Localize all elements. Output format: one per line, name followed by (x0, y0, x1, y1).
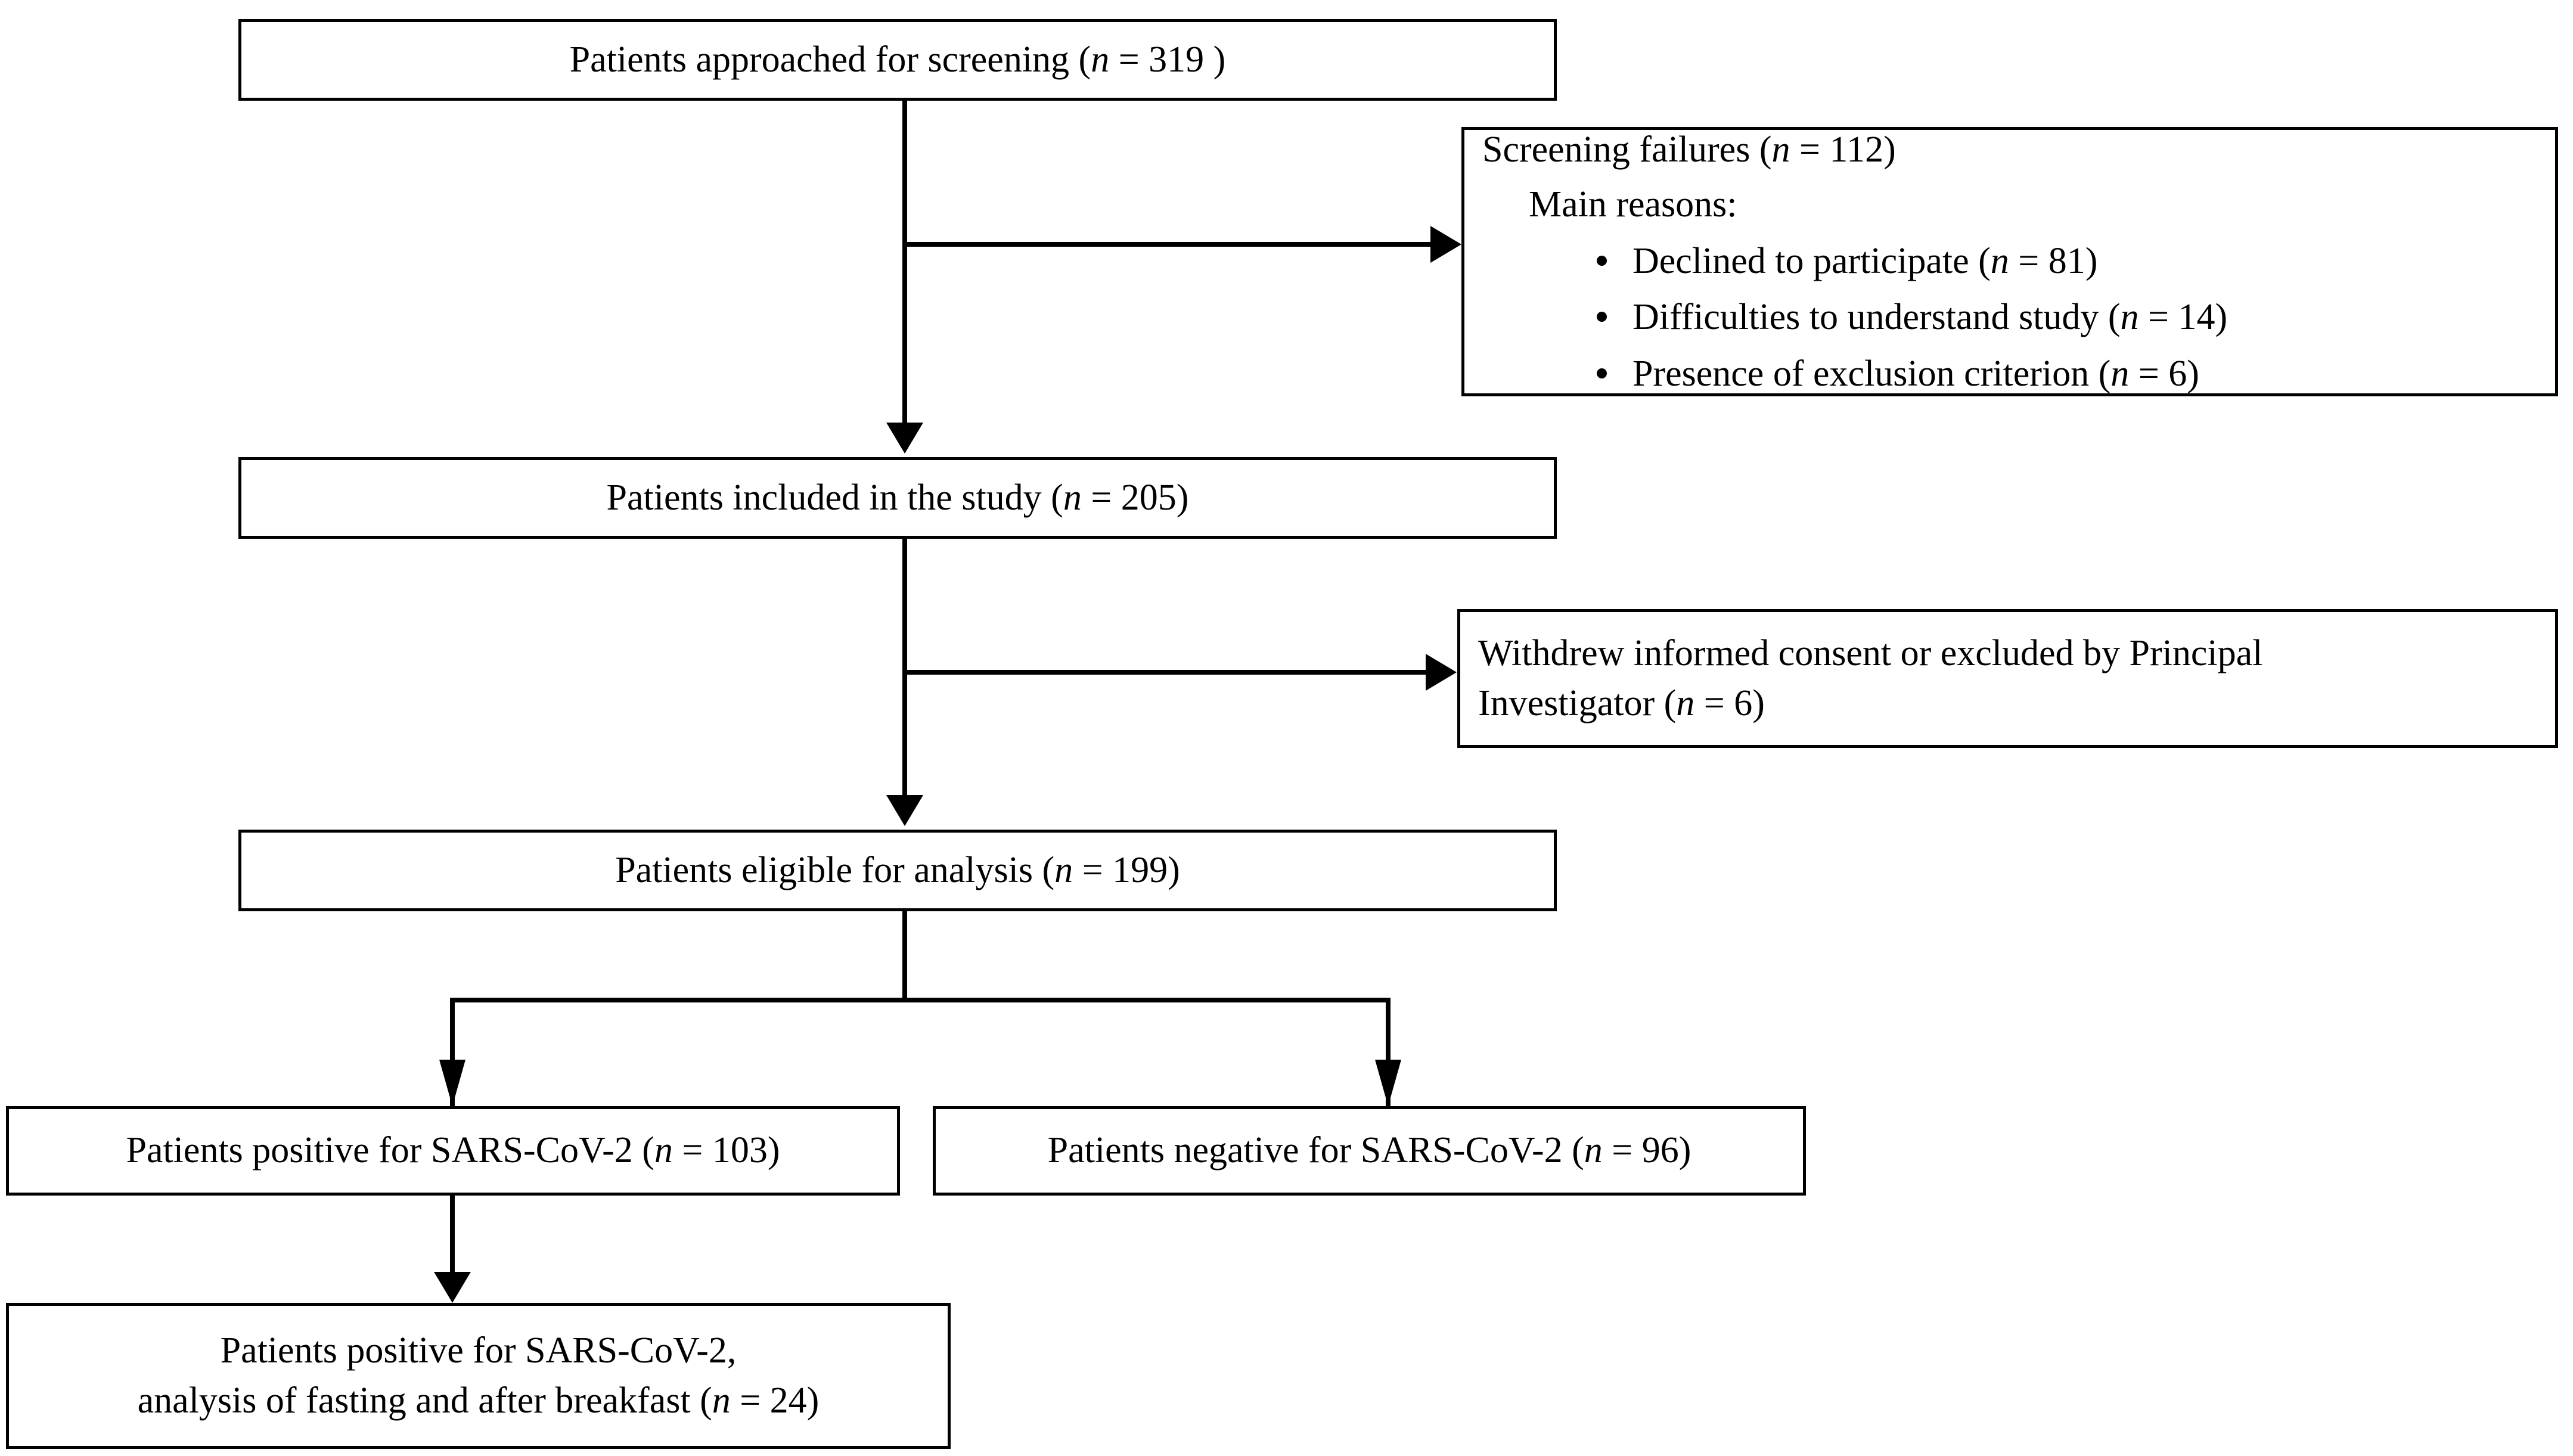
positive-n-symbol: n (654, 1130, 673, 1171)
positive-meal-n-symbol: n (712, 1380, 731, 1421)
node-patients-included: Patients included in the study (n = 205) (238, 457, 1557, 539)
positive-meal-n-value: = 24) (730, 1380, 820, 1421)
approached-text: Patients approached for screening ( (569, 39, 1091, 80)
node-patients-positive-meal-analysis-label: Patients positive for SARS-CoV-2, analysi… (20, 1326, 937, 1425)
positive-meal-line2-text: analysis of fasting and after breakfast … (137, 1380, 712, 1421)
approached-n-value: = 319 ) (1109, 39, 1226, 80)
list-item: Difficulties to understand study (n = 14… (1593, 293, 2537, 342)
connector-eligible-trunk (902, 911, 907, 1002)
bullet-icon (1597, 255, 1607, 266)
connector-positive-to-meal-analysis (450, 1196, 455, 1272)
positive-n-value: = 103) (672, 1130, 780, 1171)
included-n-value: = 205) (1081, 477, 1189, 518)
negative-text: Patients negative for SARS-CoV-2 ( (1047, 1130, 1584, 1171)
connector-approached-to-included (902, 101, 907, 423)
node-screening-failures: Screening failures (n = 112) Main reason… (1461, 127, 2558, 396)
node-patients-included-label: Patients included in the study (n = 205) (252, 473, 1543, 523)
reason-0-n-value: = 81) (2009, 240, 2098, 281)
reason-2-n-value: = 6) (2129, 353, 2199, 394)
negative-n-symbol: n (1584, 1130, 1603, 1171)
arrowhead-to-positive (439, 1060, 465, 1106)
node-patients-approached-label: Patients approached for screening (n = 3… (252, 35, 1543, 85)
reason-0-text: Declined to participate ( (1632, 240, 1991, 281)
withdrew-line1: Withdrew informed consent or excluded by… (1478, 633, 2263, 674)
included-text: Patients included in the study ( (606, 477, 1063, 518)
negative-n-value: = 96) (1602, 1130, 1691, 1171)
connector-split-left (450, 998, 455, 1106)
node-patients-eligible: Patients eligible for analysis (n = 199) (238, 830, 1557, 911)
sf-heading-n-symbol: n (1771, 129, 1790, 170)
reason-0-n-symbol: n (1990, 240, 2009, 281)
node-withdrew-consent: Withdrew informed consent or excluded by… (1457, 609, 2558, 748)
reason-2-text: Presence of exclusion criterion ( (1632, 353, 2111, 394)
node-patients-positive: Patients positive for SARS-CoV-2 (n = 10… (6, 1106, 900, 1196)
screening-failures-reason-list: Declined to participate (n = 81) Difficu… (1482, 237, 2537, 398)
connector-included-to-eligible (902, 539, 907, 795)
reason-1-text: Difficulties to understand study ( (1632, 297, 2121, 338)
list-item: Declined to participate (n = 81) (1593, 237, 2537, 285)
arrowhead-approached-to-included (886, 423, 923, 454)
node-patients-eligible-label: Patients eligible for analysis (n = 199) (252, 846, 1543, 895)
bullet-icon (1597, 312, 1607, 322)
withdrew-n-symbol: n (1676, 682, 1695, 724)
sf-heading-n-value: = 112) (1790, 129, 1896, 170)
node-patients-approached: Patients approached for screening (n = 3… (238, 19, 1557, 101)
included-n-symbol: n (1063, 477, 1082, 518)
node-patients-positive-meal-analysis: Patients positive for SARS-CoV-2, analysi… (6, 1303, 951, 1449)
eligible-n-symbol: n (1054, 849, 1073, 890)
eligible-n-value: = 199) (1073, 849, 1180, 890)
arrowhead-included-to-eligible (886, 795, 923, 826)
screening-failures-subheading: Main reasons: (1529, 184, 1737, 225)
list-item: Presence of exclusion criterion (n = 6) (1593, 350, 2537, 398)
approached-n-symbol: n (1091, 39, 1110, 80)
connector-eligible-split-bar (450, 998, 1391, 1002)
arrowhead-to-withdrew (1426, 654, 1457, 691)
sf-heading-text: Screening failures ( (1482, 129, 1772, 170)
node-patients-negative-label: Patients negative for SARS-CoV-2 (n = 96… (946, 1126, 1792, 1175)
node-patients-positive-label: Patients positive for SARS-CoV-2 (n = 10… (20, 1126, 886, 1175)
node-withdrew-consent-label: Withdrew informed consent or excluded by… (1478, 629, 2537, 728)
arrowhead-to-negative (1375, 1060, 1401, 1106)
screening-failures-heading: Screening failures (n = 112) (1482, 126, 2537, 174)
arrowhead-positive-to-meal-analysis (434, 1272, 471, 1303)
node-patients-negative: Patients negative for SARS-CoV-2 (n = 96… (933, 1106, 1806, 1196)
reason-1-n-symbol: n (2120, 297, 2139, 338)
connector-split-right (1386, 998, 1391, 1106)
eligible-text: Patients eligible for analysis ( (615, 849, 1055, 890)
screening-failures-content: Screening failures (n = 112) Main reason… (1482, 126, 2537, 398)
withdrew-n-value: = 6) (1694, 682, 1765, 724)
connector-to-screening-failures (902, 242, 1433, 247)
arrowhead-to-screening-failures (1430, 226, 1461, 263)
reason-2-n-symbol: n (2110, 353, 2130, 394)
withdrew-line2-text: Investigator ( (1478, 682, 1677, 724)
positive-meal-line1: Patients positive for SARS-CoV-2, (220, 1330, 737, 1371)
positive-text: Patients positive for SARS-CoV-2 ( (126, 1130, 654, 1171)
bullet-icon (1597, 368, 1607, 378)
connector-to-withdrew (902, 670, 1427, 675)
reason-1-n-value: = 14) (2139, 297, 2228, 338)
